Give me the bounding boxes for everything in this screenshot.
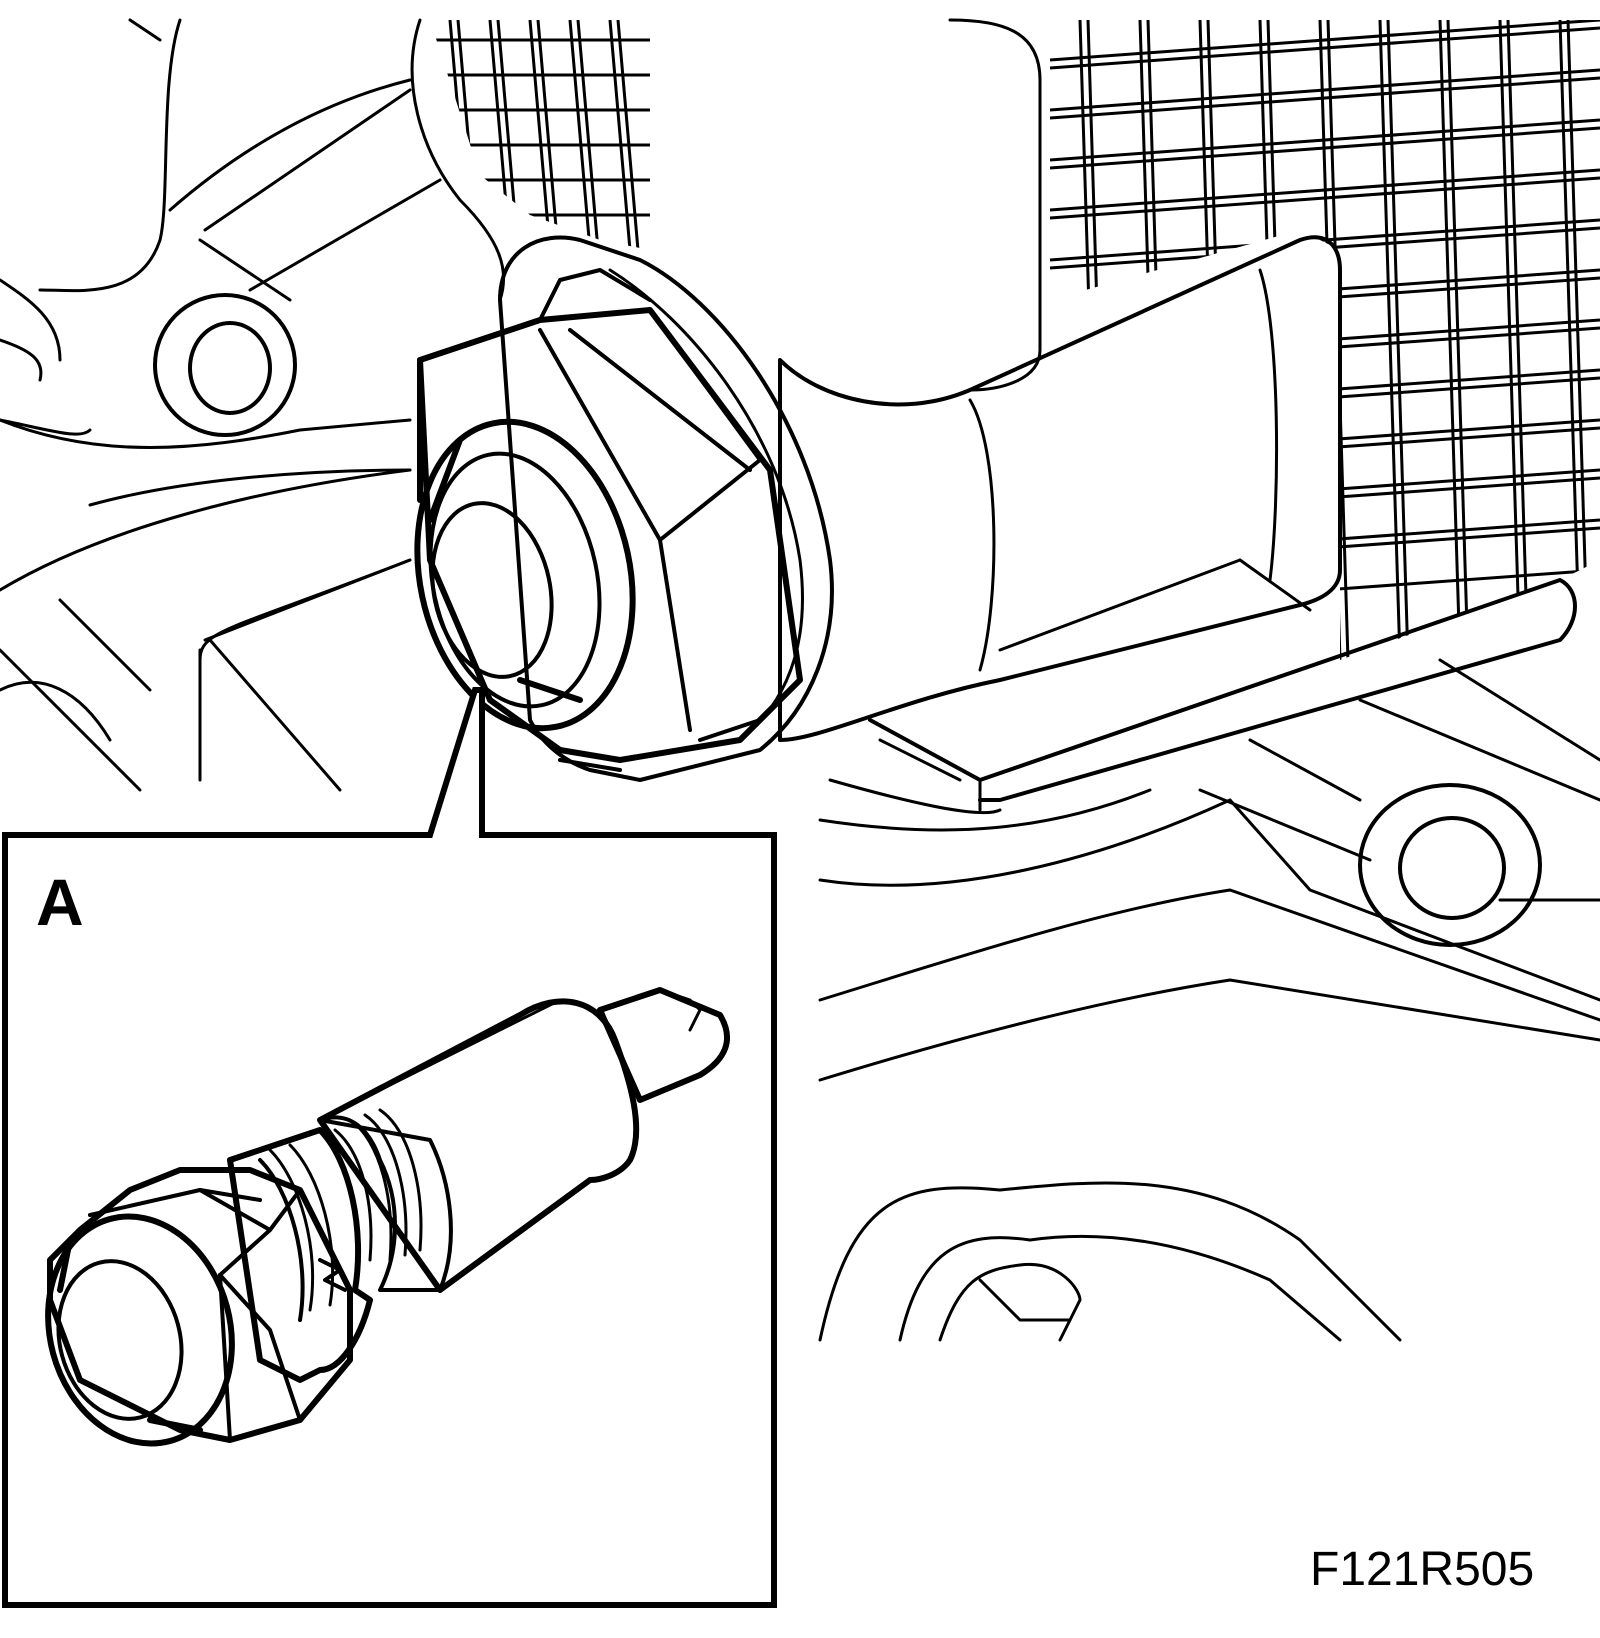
- plug-detail: [45, 987, 731, 1447]
- engine-housing: [0, 18, 1042, 792]
- callout-label: A: [36, 865, 84, 939]
- figure-id: F121R505: [1310, 1543, 1534, 1596]
- hatched-texture-right: [1050, 20, 1600, 660]
- hatched-texture-left: [430, 20, 650, 250]
- mounted-plug: [414, 235, 834, 782]
- lower-casting: [818, 658, 1600, 1342]
- callout-inset: A: [2, 687, 777, 1608]
- channel-bracket: [778, 235, 1577, 815]
